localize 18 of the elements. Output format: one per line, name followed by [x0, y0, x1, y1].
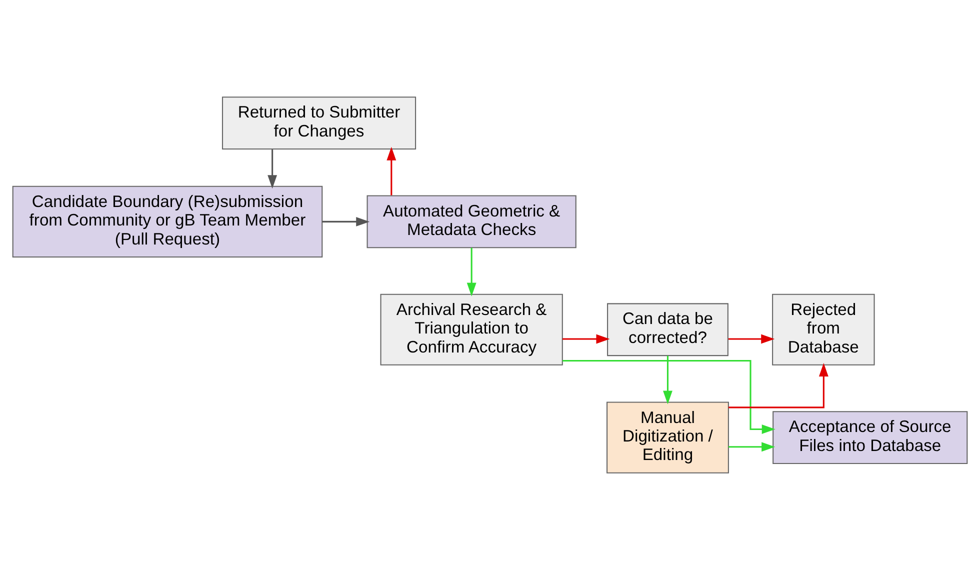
arrow: [466, 248, 476, 296]
arrow: [728, 442, 776, 452]
arrow: [562, 334, 610, 344]
node-box: Candidate Boundary (Re)submission from Community or gB Team Member (Pull Request): [12, 186, 323, 258]
node-box: Manual Digitization / Editing: [606, 402, 729, 474]
node-box: Returned to Submitter for Changes: [222, 96, 416, 150]
node-box: Can data be corrected?: [607, 303, 728, 356]
arrow: [268, 150, 278, 189]
node-box: Automated Geometric & Metadata Checks: [366, 195, 576, 248]
arrow: [728, 334, 775, 344]
arrow: [728, 363, 828, 408]
arrow: [562, 360, 776, 434]
arrow: [386, 146, 396, 196]
node-box: Rejected from Database: [772, 294, 875, 366]
node-box: Archival Research & Triangulation to Confirm Accuracy: [380, 294, 563, 366]
arrow: [322, 216, 370, 226]
arrow: [663, 356, 672, 404]
node-box: Acceptance of Source Files into Database: [772, 411, 968, 464]
